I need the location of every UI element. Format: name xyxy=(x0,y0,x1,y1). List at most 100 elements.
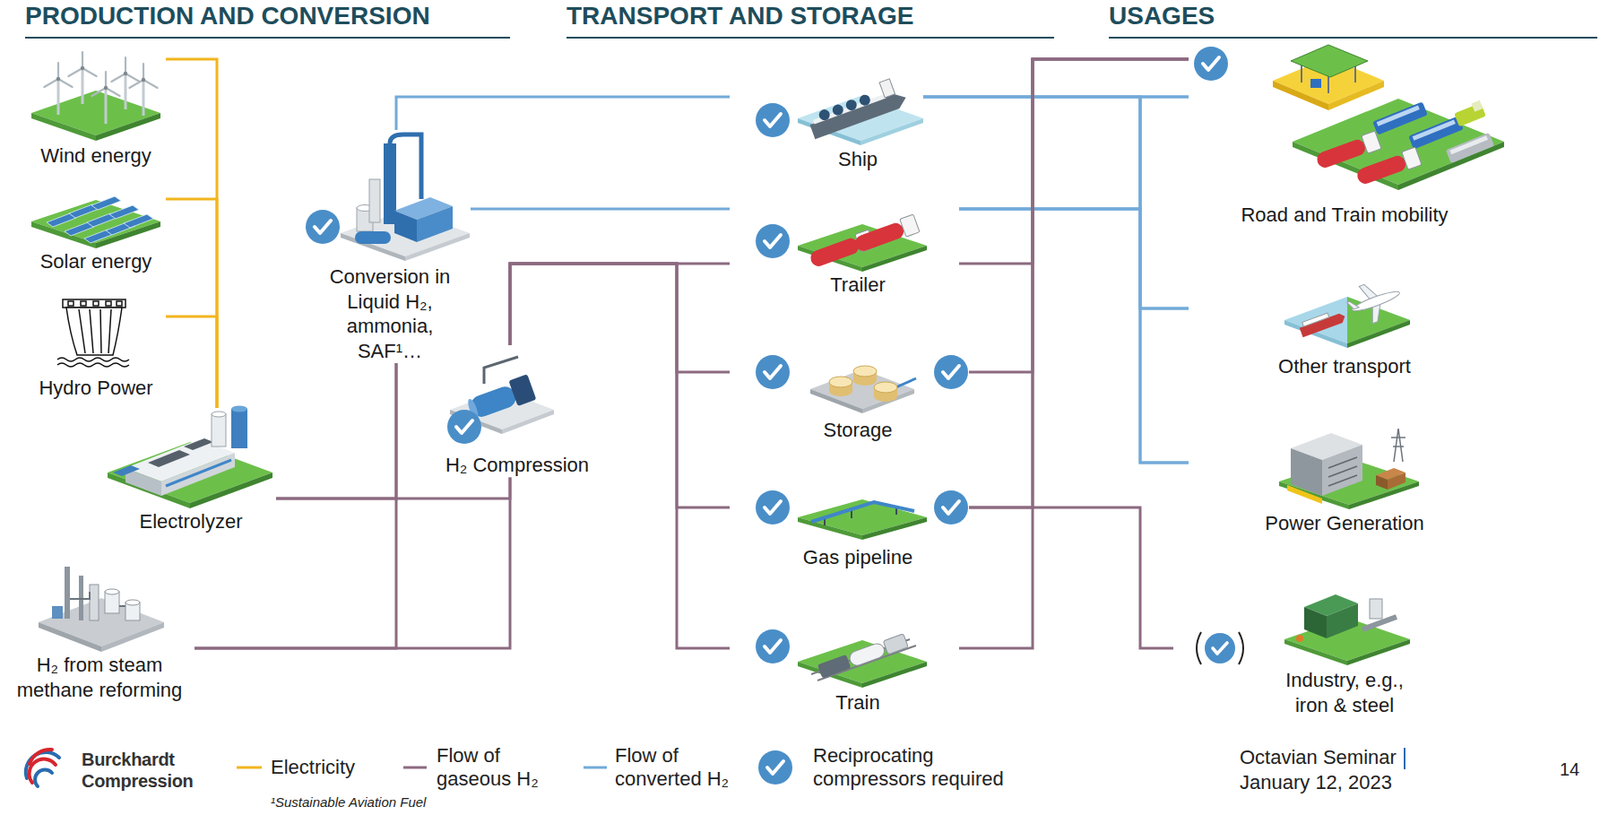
flow-line xyxy=(396,96,730,130)
road-mobility-icon xyxy=(1449,135,1488,155)
header-rule xyxy=(25,36,1598,39)
ship-icon xyxy=(797,75,924,146)
section-heading: USAGES xyxy=(1108,1,1215,31)
steam-reforming-plant-icon xyxy=(69,591,90,599)
road-mobility-icon xyxy=(1272,44,1505,191)
icon-node: Ship xyxy=(729,62,924,173)
hydro-dam-icon xyxy=(78,309,86,354)
conversion-plant-icon xyxy=(416,206,453,243)
ship-icon xyxy=(860,118,924,146)
road-mobility-icon xyxy=(1354,147,1422,187)
ship-icon xyxy=(844,97,858,112)
conversion-plant-icon xyxy=(354,231,391,244)
conversion-plant-icon xyxy=(394,210,417,243)
company-logo xyxy=(34,769,52,787)
optional-bracket xyxy=(1196,631,1202,665)
industry-icon xyxy=(1284,594,1410,666)
flow-line xyxy=(968,59,1189,372)
node-caption: Ship xyxy=(804,147,912,173)
flow-line xyxy=(194,363,397,649)
hydro-dam-icon xyxy=(93,301,99,306)
flow-line xyxy=(470,207,730,211)
header-rule xyxy=(1108,36,1598,39)
storage-tank-icon xyxy=(853,365,877,386)
electrolyzer-icon xyxy=(147,449,191,468)
power-plant-icon xyxy=(1328,466,1358,477)
industry-icon xyxy=(1284,639,1348,666)
road-mobility-icon xyxy=(1470,100,1483,113)
hydro-dam-icon xyxy=(62,299,126,308)
check-badge xyxy=(447,409,482,444)
node-caption: Industry, e.g., iron & steel xyxy=(1268,667,1421,718)
road-mobility-icon xyxy=(1300,64,1303,83)
train-icon xyxy=(862,661,927,688)
power-plant-icon xyxy=(1328,475,1358,486)
storage-tank-icon xyxy=(873,381,898,402)
road-mobility-icon xyxy=(1408,115,1464,149)
ship-icon xyxy=(817,107,831,122)
hydro-dam-icon xyxy=(105,301,112,306)
node-caption: Train xyxy=(804,690,912,716)
ship-icon xyxy=(879,78,895,98)
solar-farm-icon xyxy=(91,196,122,210)
steam-reforming-plant-icon xyxy=(38,566,165,652)
icon-node: Power Generation xyxy=(1188,416,1501,537)
legend-swatch xyxy=(403,766,427,770)
industry-icon xyxy=(1304,606,1327,639)
other-transport-icon xyxy=(1342,274,1406,330)
power-plant-icon xyxy=(1328,457,1358,486)
electrolyzer-icon xyxy=(183,438,214,450)
steam-reforming-plant-icon xyxy=(104,588,120,595)
hydro-dam-icon xyxy=(66,307,122,355)
industry-icon xyxy=(1326,603,1358,639)
flow-line xyxy=(510,263,730,372)
power-plant-icon xyxy=(1328,457,1358,468)
flow-line xyxy=(276,363,397,499)
hydro-dam-icon xyxy=(89,309,94,354)
check-badge xyxy=(934,354,969,390)
solar-farm-icon xyxy=(123,214,154,228)
page-number: 14 xyxy=(1559,758,1580,780)
flow-line xyxy=(165,316,217,408)
legend-text: Flow of gaseous H₂ xyxy=(436,743,549,792)
train-icon xyxy=(817,654,851,679)
road-mobility-icon xyxy=(1314,130,1382,171)
footnote: ¹Sustainable Aviation Fuel xyxy=(270,794,426,810)
road-mobility-icon xyxy=(1354,64,1357,83)
pipeline-icon xyxy=(797,499,927,536)
other-transport-icon xyxy=(1297,307,1347,338)
optional-bracket xyxy=(1238,631,1244,665)
hydro-dam-icon xyxy=(108,309,112,354)
flow-line xyxy=(194,477,511,649)
steam-reforming-plant-icon xyxy=(38,622,102,652)
solar-farm-icon xyxy=(31,221,96,249)
power-plant-icon xyxy=(1392,445,1404,448)
hydro-dam-icon xyxy=(80,301,87,306)
solar-farm-icon xyxy=(109,205,139,219)
section-heading: TRANSPORT AND STORAGE xyxy=(566,1,914,31)
trailer-icon xyxy=(852,214,920,254)
solar-farm-icon xyxy=(31,196,161,249)
storage-tank-icon xyxy=(829,376,853,397)
node-caption: Power Generation xyxy=(1254,510,1435,537)
industry-icon xyxy=(1347,639,1410,666)
icon-node: Trailer xyxy=(729,190,960,298)
hydro-dam-icon xyxy=(100,309,102,354)
ship-icon xyxy=(812,94,887,125)
icon-node: Electrolyzer xyxy=(105,407,277,535)
node-caption: Solar energy xyxy=(28,249,164,275)
electrolyzer-icon xyxy=(211,411,226,417)
node-caption: Hydro Power xyxy=(28,375,164,401)
node-caption: Storage xyxy=(804,417,912,443)
electrolyzer-icon xyxy=(107,406,273,510)
check-badge xyxy=(755,224,790,259)
other-transport-icon xyxy=(1299,311,1348,338)
road-mobility-icon xyxy=(1327,75,1330,94)
electrolyzer-icon xyxy=(211,414,226,447)
compressor-icon xyxy=(508,373,537,407)
industry-icon xyxy=(1369,598,1383,619)
flow-line xyxy=(165,198,217,408)
power-plant-icon xyxy=(1391,436,1406,439)
flow-line xyxy=(276,477,511,500)
